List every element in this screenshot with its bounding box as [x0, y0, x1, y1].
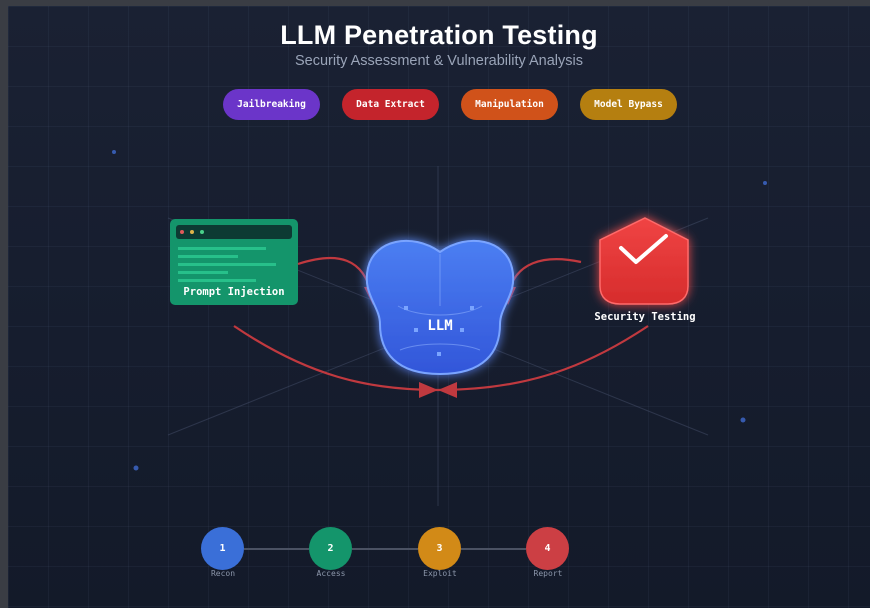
- terminal-icon: [170, 219, 298, 305]
- background-dots: [112, 150, 767, 471]
- step-label: Report: [533, 569, 563, 578]
- brain-nodes: [404, 306, 474, 356]
- shield-check-icon: [599, 217, 689, 305]
- step-report: 4: [526, 527, 569, 570]
- tag-manipulation: Manipulation: [461, 89, 558, 120]
- step-connector: [244, 548, 309, 550]
- step-label: Access: [316, 569, 346, 578]
- step-label: Exploit: [423, 569, 457, 578]
- step-exploit: 3: [418, 527, 461, 570]
- terminal-label: Prompt Injection: [183, 286, 285, 298]
- llm-label: LLM: [427, 318, 453, 334]
- step-label: Recon: [210, 569, 236, 578]
- diagram-graphic: [112, 150, 767, 506]
- tag-jailbreaking: Jailbreaking: [223, 89, 320, 120]
- step-connector: [352, 548, 418, 550]
- page-subtitle: Security Assessment & Vulnerability Anal…: [295, 53, 583, 69]
- step-connector: [461, 548, 526, 550]
- step-access: 2: [309, 527, 352, 570]
- diagram-canvas: LLM Penetration Testing Security Assessm…: [8, 6, 870, 608]
- tag-data-extract: Data Extract: [342, 89, 439, 120]
- shield-label: Security Testing: [594, 311, 696, 323]
- step-recon: 1: [201, 527, 244, 570]
- tag-model-bypass: Model Bypass: [580, 89, 677, 120]
- page-title: LLM Penetration Testing: [280, 20, 598, 50]
- brain-icon: [365, 239, 515, 376]
